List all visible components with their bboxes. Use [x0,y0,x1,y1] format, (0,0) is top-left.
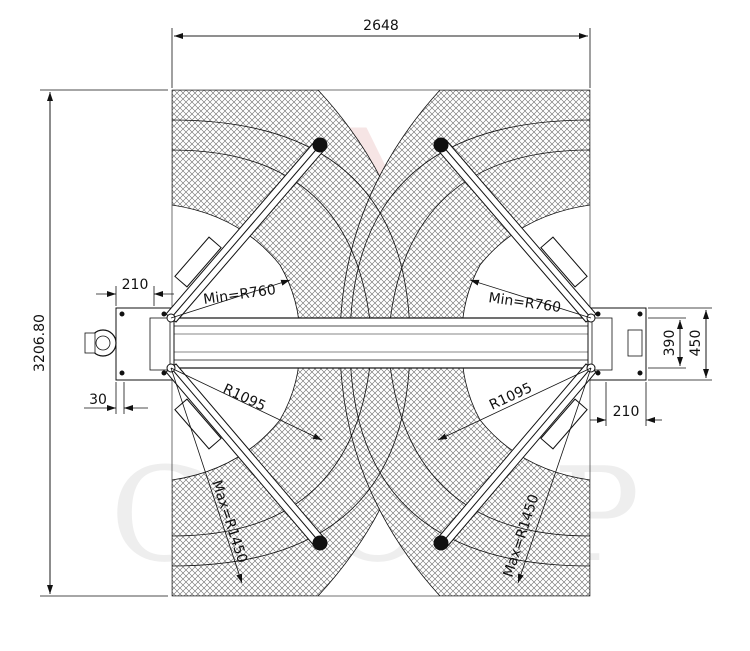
lift-arms [165,137,597,551]
radius-min-right: Min=R760 [487,290,562,316]
radius-mid-left: R1095 [220,381,268,415]
radius-mid-right: R1095 [487,380,535,414]
dim-post-offset-left: 210 [122,277,149,293]
dim-overall-length: 3206.80 [32,314,48,372]
lift-beam [167,317,594,369]
left-post-base [84,307,175,381]
radius-min-left: Min=R760 [202,282,277,308]
arm-sweep-areas [172,90,590,596]
arm-upper-right [433,137,597,323]
dim-overall-width: 2648 [363,18,399,34]
radius-leaders [170,279,592,584]
sweep-right [339,90,590,596]
dim-post-offset-right: 210 [613,404,640,420]
dim-post-inset: 30 [89,392,107,408]
right-post-base [587,307,647,381]
dim-base-outer: 450 [688,330,704,357]
dim-base-inner: 390 [662,330,678,357]
dimension-lines [40,28,712,597]
